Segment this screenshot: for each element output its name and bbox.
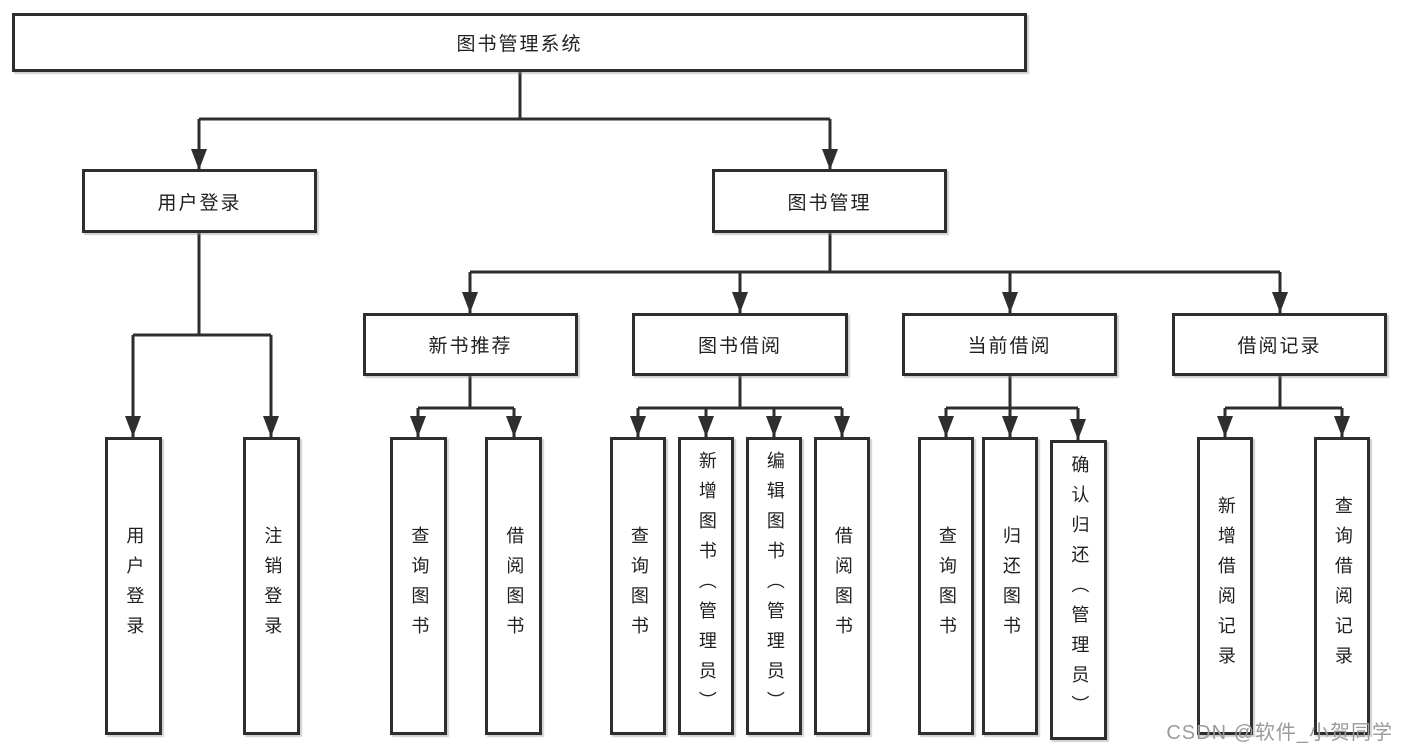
- arrowhead-down-icon: [834, 416, 850, 437]
- leaf-add-borrow-record: 新增借阅记录: [1197, 437, 1253, 735]
- leaf-add-book-admin: 新增图书（管理员）: [678, 437, 734, 735]
- arrowhead-down-icon: [766, 416, 782, 437]
- leaf-user-login: 用户登录: [105, 437, 162, 735]
- arrowhead-down-icon: [506, 416, 522, 437]
- arrowhead-down-icon: [732, 292, 748, 313]
- leaf-query-books-borrowing: 查询图书: [610, 437, 666, 735]
- arrowhead-down-icon: [410, 416, 426, 437]
- leaf-edit-book-admin: 编辑图书（管理员）: [746, 437, 802, 735]
- arrowhead-down-icon: [630, 416, 646, 437]
- leaf-borrow-books-borrowing: 借阅图书: [814, 437, 870, 735]
- arrowhead-down-icon: [938, 416, 954, 437]
- leaf-query-books-recommend: 查询图书: [390, 437, 447, 735]
- arrowhead-down-icon: [263, 416, 279, 437]
- arrowhead-down-icon: [1002, 292, 1018, 313]
- arrowhead-down-icon: [125, 416, 141, 437]
- leaf-return-book: 归还图书: [982, 437, 1038, 735]
- arrowhead-down-icon: [1334, 416, 1350, 437]
- node-user-login: 用户登录: [82, 169, 317, 233]
- arrowhead-down-icon: [1002, 416, 1018, 437]
- arrowhead-down-icon: [698, 416, 714, 437]
- csdn-watermark: CSDN @软件_小贺同学: [1166, 722, 1393, 744]
- node-book-borrowing: 图书借阅: [632, 313, 848, 376]
- arrowhead-down-icon: [191, 149, 207, 170]
- arrowhead-down-icon: [1217, 416, 1233, 437]
- leaf-query-borrow-record: 查询借阅记录: [1314, 437, 1370, 735]
- node-current-borrowing: 当前借阅: [902, 313, 1117, 376]
- leaf-confirm-return-admin: 确认归还（管理员）: [1050, 440, 1107, 740]
- leaf-logout: 注销登录: [243, 437, 300, 735]
- arrowhead-down-icon: [1272, 292, 1288, 313]
- leaf-borrow-books-recommend: 借阅图书: [485, 437, 542, 735]
- arrowhead-down-icon: [822, 149, 838, 170]
- node-root-system: 图书管理系统: [12, 13, 1027, 72]
- node-borrow-records: 借阅记录: [1172, 313, 1387, 376]
- node-book-management: 图书管理: [712, 169, 947, 233]
- node-new-book-recommend: 新书推荐: [363, 313, 578, 376]
- arrowhead-down-icon: [1070, 419, 1086, 440]
- leaf-query-books-current: 查询图书: [918, 437, 974, 735]
- arrowhead-down-icon: [462, 292, 478, 313]
